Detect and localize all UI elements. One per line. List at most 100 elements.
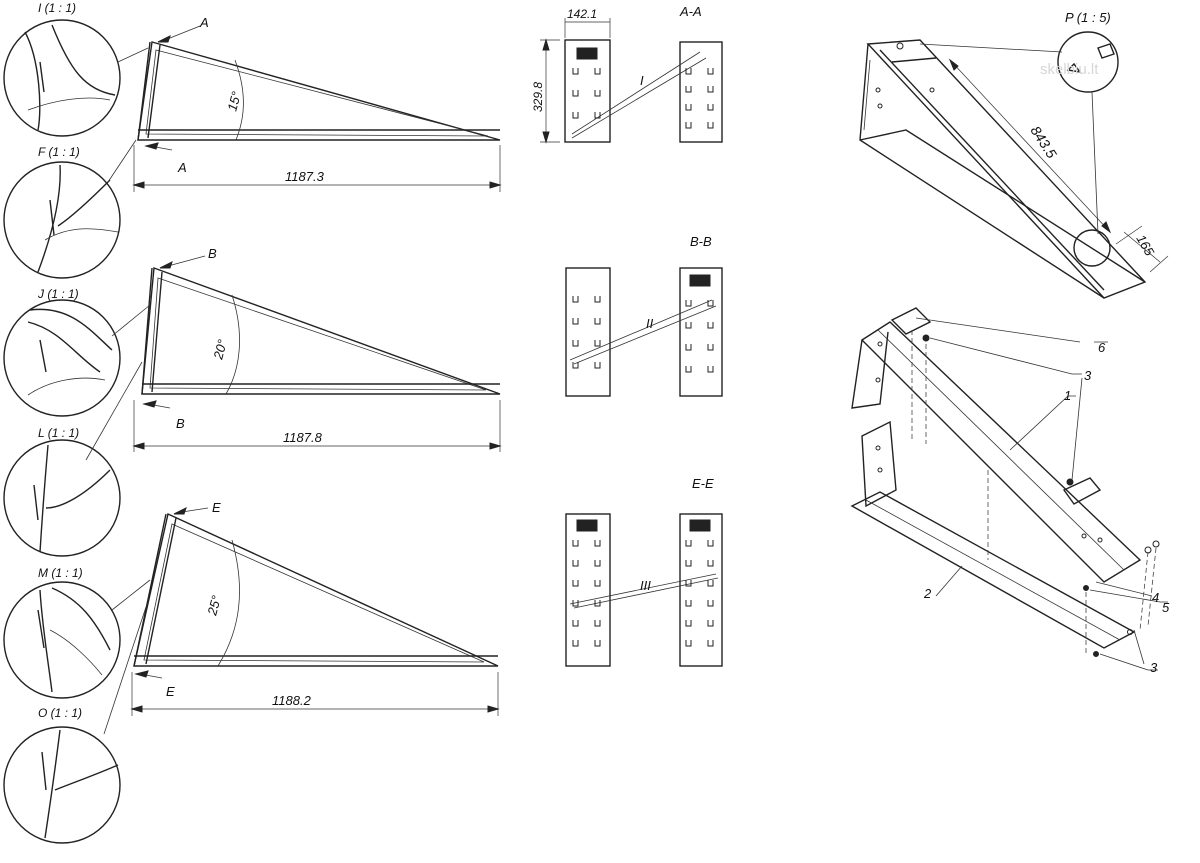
slot-hole — [572, 560, 579, 567]
slot-hole — [572, 90, 579, 97]
frame-20-section-bottom: B — [176, 416, 185, 431]
frame-25: 25° E E 1188.2 — [130, 500, 500, 716]
slot-hole — [594, 296, 601, 303]
section-a-a-width: 142.1 — [567, 7, 597, 21]
detail-label-i: I (1 : 1) — [38, 1, 76, 15]
slot-hole — [594, 362, 601, 369]
frame-15: 15° A A 1187.3 — [132, 15, 502, 192]
slot-hole — [572, 620, 579, 627]
frame-20-angle: 20° — [210, 338, 230, 362]
slot-hole — [685, 580, 692, 587]
slot-hole — [572, 640, 579, 647]
slot-hole — [685, 86, 692, 93]
callout-5: 5 — [1162, 600, 1170, 615]
detail-views: I (1 : 1) F (1 : 1) J (1 : 1) L (1 : 1) … — [3, 1, 151, 844]
slot-hole — [594, 640, 601, 647]
slot-hole — [685, 540, 692, 547]
exploded-view: 6 3 1 2 4 5 3 — [850, 307, 1170, 675]
detail-label-f: F (1 : 1) — [38, 145, 80, 159]
slot-hole — [685, 300, 692, 307]
detail-label-m: M (1 : 1) — [38, 566, 83, 580]
slot-hole — [572, 540, 579, 547]
slot-hole — [707, 344, 714, 351]
callout-1: 1 — [1064, 388, 1071, 403]
section-a-a: A-A 142.1 329.8 I — [531, 4, 723, 144]
slot-hole — [685, 104, 692, 111]
slot-hole — [594, 90, 601, 97]
slot-hole — [707, 560, 714, 567]
callout-2: 2 — [923, 586, 932, 601]
slot-hole — [685, 560, 692, 567]
section-e-e-marker: III — [640, 578, 651, 593]
slot-hole — [594, 340, 601, 347]
view-p-dim-short: 165 — [1133, 232, 1157, 259]
frame-15-angle: 15° — [224, 90, 244, 113]
slot-hole — [685, 322, 692, 329]
frame-25-angle: 25° — [204, 594, 224, 618]
slot-hole — [685, 620, 692, 627]
detail-label-j: J (1 : 1) — [37, 287, 79, 301]
slot-hole — [572, 340, 579, 347]
slot-hole — [707, 580, 714, 587]
slot-hole — [572, 362, 579, 369]
slot-hole — [685, 68, 692, 75]
section-a-a-height: 329.8 — [531, 82, 545, 112]
view-p: P (1 : 5) skelbiu.lt 843.5 165 — [859, 10, 1169, 299]
slot-hole — [594, 112, 601, 119]
section-e-e-title: E-E — [692, 476, 714, 491]
slot-hole — [594, 600, 601, 607]
slot-hole — [685, 600, 692, 607]
slot-hole — [707, 104, 714, 111]
slot-hole — [594, 318, 601, 325]
view-p-title: P (1 : 5) — [1065, 10, 1111, 25]
slot-hole — [685, 344, 692, 351]
slot-hole — [707, 68, 714, 75]
frame-25-section-top: E — [212, 500, 221, 515]
frame-15-length: 1187.3 — [285, 169, 325, 184]
slot-hole — [707, 600, 714, 607]
slot-hole — [572, 296, 579, 303]
slot-hole — [572, 68, 579, 75]
view-p-dim-long: 843.5 — [1027, 123, 1060, 161]
callout-4: 4 — [1152, 590, 1159, 605]
slot-hole — [572, 580, 579, 587]
frame-15-section-bottom: A — [177, 160, 187, 175]
section-b-b-marker: II — [646, 316, 654, 331]
section-b-b-title: B-B — [690, 234, 712, 249]
slot-hole — [594, 68, 601, 75]
slot-hole — [707, 540, 714, 547]
frame-20: 20° B B 1187.8 — [132, 246, 502, 452]
slot-hole — [707, 300, 714, 307]
slot-hole — [572, 112, 579, 119]
callout-3-bottom: 3 — [1150, 660, 1158, 675]
callout-3-top: 3 — [1084, 368, 1092, 383]
slot-hole — [685, 122, 692, 129]
slot-hole — [594, 560, 601, 567]
frame-20-length: 1187.8 — [283, 430, 323, 445]
frame-15-section-top: A — [199, 15, 209, 30]
frame-25-section-bottom: E — [166, 684, 175, 699]
frame-25-length: 1188.2 — [272, 693, 312, 708]
callout-6: 6 — [1098, 340, 1106, 355]
frame-20-section-top: B — [208, 246, 217, 261]
slot-hole — [685, 366, 692, 373]
section-a-a-marker: I — [640, 73, 644, 88]
detail-label-l: L (1 : 1) — [38, 426, 79, 440]
slot-hole — [685, 640, 692, 647]
slot-hole — [594, 580, 601, 587]
slot-hole — [707, 620, 714, 627]
slot-hole — [594, 620, 601, 627]
section-a-a-title: A-A — [679, 4, 702, 19]
detail-label-o: O (1 : 1) — [38, 706, 82, 720]
section-e-e: E-E III — [565, 476, 723, 667]
slot-hole — [572, 318, 579, 325]
slot-hole — [707, 86, 714, 93]
section-b-b: B-B II — [565, 234, 723, 397]
watermark: skelbiu.lt — [1040, 61, 1099, 78]
slot-hole — [572, 600, 579, 607]
slot-hole — [707, 640, 714, 647]
slot-hole — [707, 322, 714, 329]
slot-hole — [594, 540, 601, 547]
slot-hole — [707, 366, 714, 373]
